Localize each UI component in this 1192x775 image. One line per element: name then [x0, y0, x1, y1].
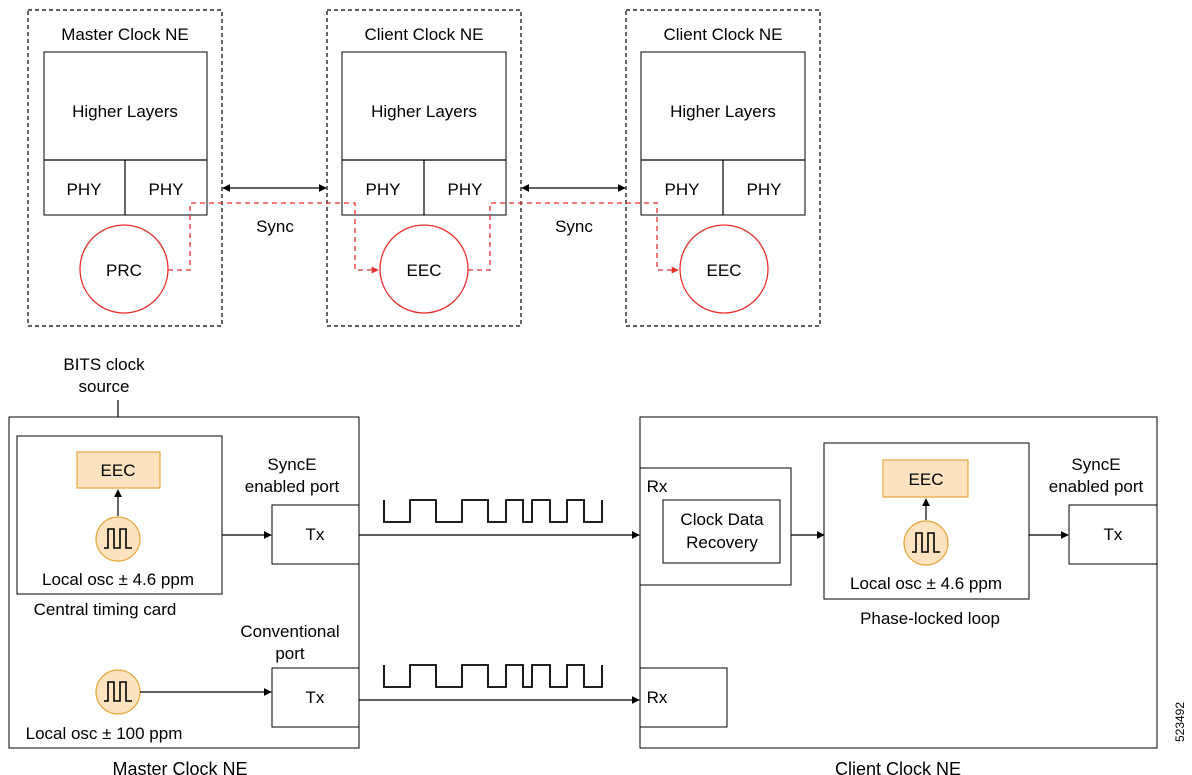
- rx-label-synce: Rx: [647, 477, 668, 496]
- client-synce-label-line2: enabled port: [1049, 477, 1144, 496]
- cdr-label-line2: Recovery: [686, 533, 758, 552]
- sync-label-1: Sync: [256, 217, 294, 236]
- oscillator-icon-master: [95, 516, 141, 562]
- sync-link-2: Sync: [521, 184, 626, 236]
- client-clock-ne-bottom: Rx Clock Data Recovery EEC Local osc ± 4…: [639, 416, 1158, 749]
- eec-box-client: [882, 459, 969, 498]
- eec-label-client: EEC: [909, 470, 944, 489]
- master-phy-right: PHY: [149, 180, 184, 199]
- eec-box-master: [76, 451, 161, 489]
- rx-box-conventional: [639, 667, 728, 728]
- figure-id: 523492: [1173, 702, 1187, 742]
- tx-box-client: [1068, 504, 1158, 565]
- conventional-signal-waveform: [383, 664, 603, 688]
- client-synce-label-line1: SyncE: [1071, 455, 1120, 474]
- eec-label-2: EEC: [707, 261, 742, 280]
- master-clock-ne-top: Master Clock NE Higher Layers PHY PHY PR…: [27, 9, 223, 327]
- tx-label-synce: Tx: [306, 525, 325, 544]
- client1-ne-title: Client Clock NE: [364, 25, 483, 44]
- client2-phy-right: PHY: [747, 180, 782, 199]
- synce-port-label-line2: enabled port: [245, 477, 340, 496]
- client2-ne-title: Client Clock NE: [663, 25, 782, 44]
- cdr-label-line1: Clock Data: [680, 510, 764, 529]
- prc-circle: [79, 224, 169, 314]
- master-phy-left: PHY: [67, 180, 102, 199]
- oscillator-icon-client: [903, 520, 949, 566]
- sync-label-2: Sync: [555, 217, 593, 236]
- oscillator-icon-conventional: [95, 669, 141, 715]
- eec-label-1: EEC: [407, 261, 442, 280]
- synce-signal-waveform: [383, 499, 603, 523]
- client1-higher-layers: Higher Layers: [371, 102, 477, 121]
- eec-label-master: EEC: [101, 461, 136, 480]
- conventional-port-label-line1: Conventional: [240, 622, 339, 641]
- client-clock-ne-2-top: Client Clock NE Higher Layers PHY PHY EE…: [625, 9, 821, 327]
- local-osc-100: Local osc ± 100 ppm: [26, 724, 183, 743]
- synce-port-label-line1: SyncE: [267, 455, 316, 474]
- client1-phy-right: PHY: [448, 180, 483, 199]
- local-osc-46-master: Local osc ± 4.6 ppm: [42, 570, 194, 589]
- eec-circle-1: [379, 224, 469, 314]
- prc-label: PRC: [106, 261, 142, 280]
- rx-label-conventional: Rx: [647, 688, 668, 707]
- square-wave-icon: [104, 528, 132, 549]
- client-ne-caption: Client Clock NE: [835, 759, 961, 775]
- master-higher-layers: Higher Layers: [72, 102, 178, 121]
- bits-label-line1: BITS clock: [63, 355, 145, 374]
- master-ne-title: Master Clock NE: [61, 25, 189, 44]
- client1-ne-border: [326, 9, 522, 327]
- client1-phy-left: PHY: [366, 180, 401, 199]
- conventional-port-label-line2: port: [275, 644, 305, 663]
- timing-path-eec1-to-eec2: [468, 202, 679, 274]
- central-timing-card-label: Central timing card: [34, 600, 177, 619]
- eec-circle-2: [679, 224, 769, 314]
- sync-link-1: Sync: [222, 184, 327, 236]
- cdr-box: [662, 499, 781, 564]
- tx-label-conventional: Tx: [306, 688, 325, 707]
- square-wave-icon-conventional: [104, 681, 132, 702]
- tx-label-client: Tx: [1104, 525, 1123, 544]
- client2-ne-border: [625, 9, 821, 327]
- local-osc-46-client: Local osc ± 4.6 ppm: [850, 574, 1002, 593]
- client2-higher-layers: Higher Layers: [670, 102, 776, 121]
- master-ne-border: [27, 9, 223, 327]
- timing-path-prc-to-eec1: [168, 202, 379, 274]
- tx-box-conventional: [271, 667, 360, 728]
- pll-label: Phase-locked loop: [860, 609, 1000, 628]
- master-clock-ne-bottom: EEC Local osc ± 4.6 ppm Central timing c…: [8, 416, 360, 749]
- client-clock-ne-1-top: Client Clock NE Higher Layers PHY PHY EE…: [326, 9, 522, 327]
- client2-phy-left: PHY: [665, 180, 700, 199]
- master-ne-caption: Master Clock NE: [112, 759, 247, 775]
- bits-label-line2: source: [78, 377, 129, 396]
- square-wave-icon-client: [912, 532, 940, 553]
- tx-box-synce: [271, 504, 360, 565]
